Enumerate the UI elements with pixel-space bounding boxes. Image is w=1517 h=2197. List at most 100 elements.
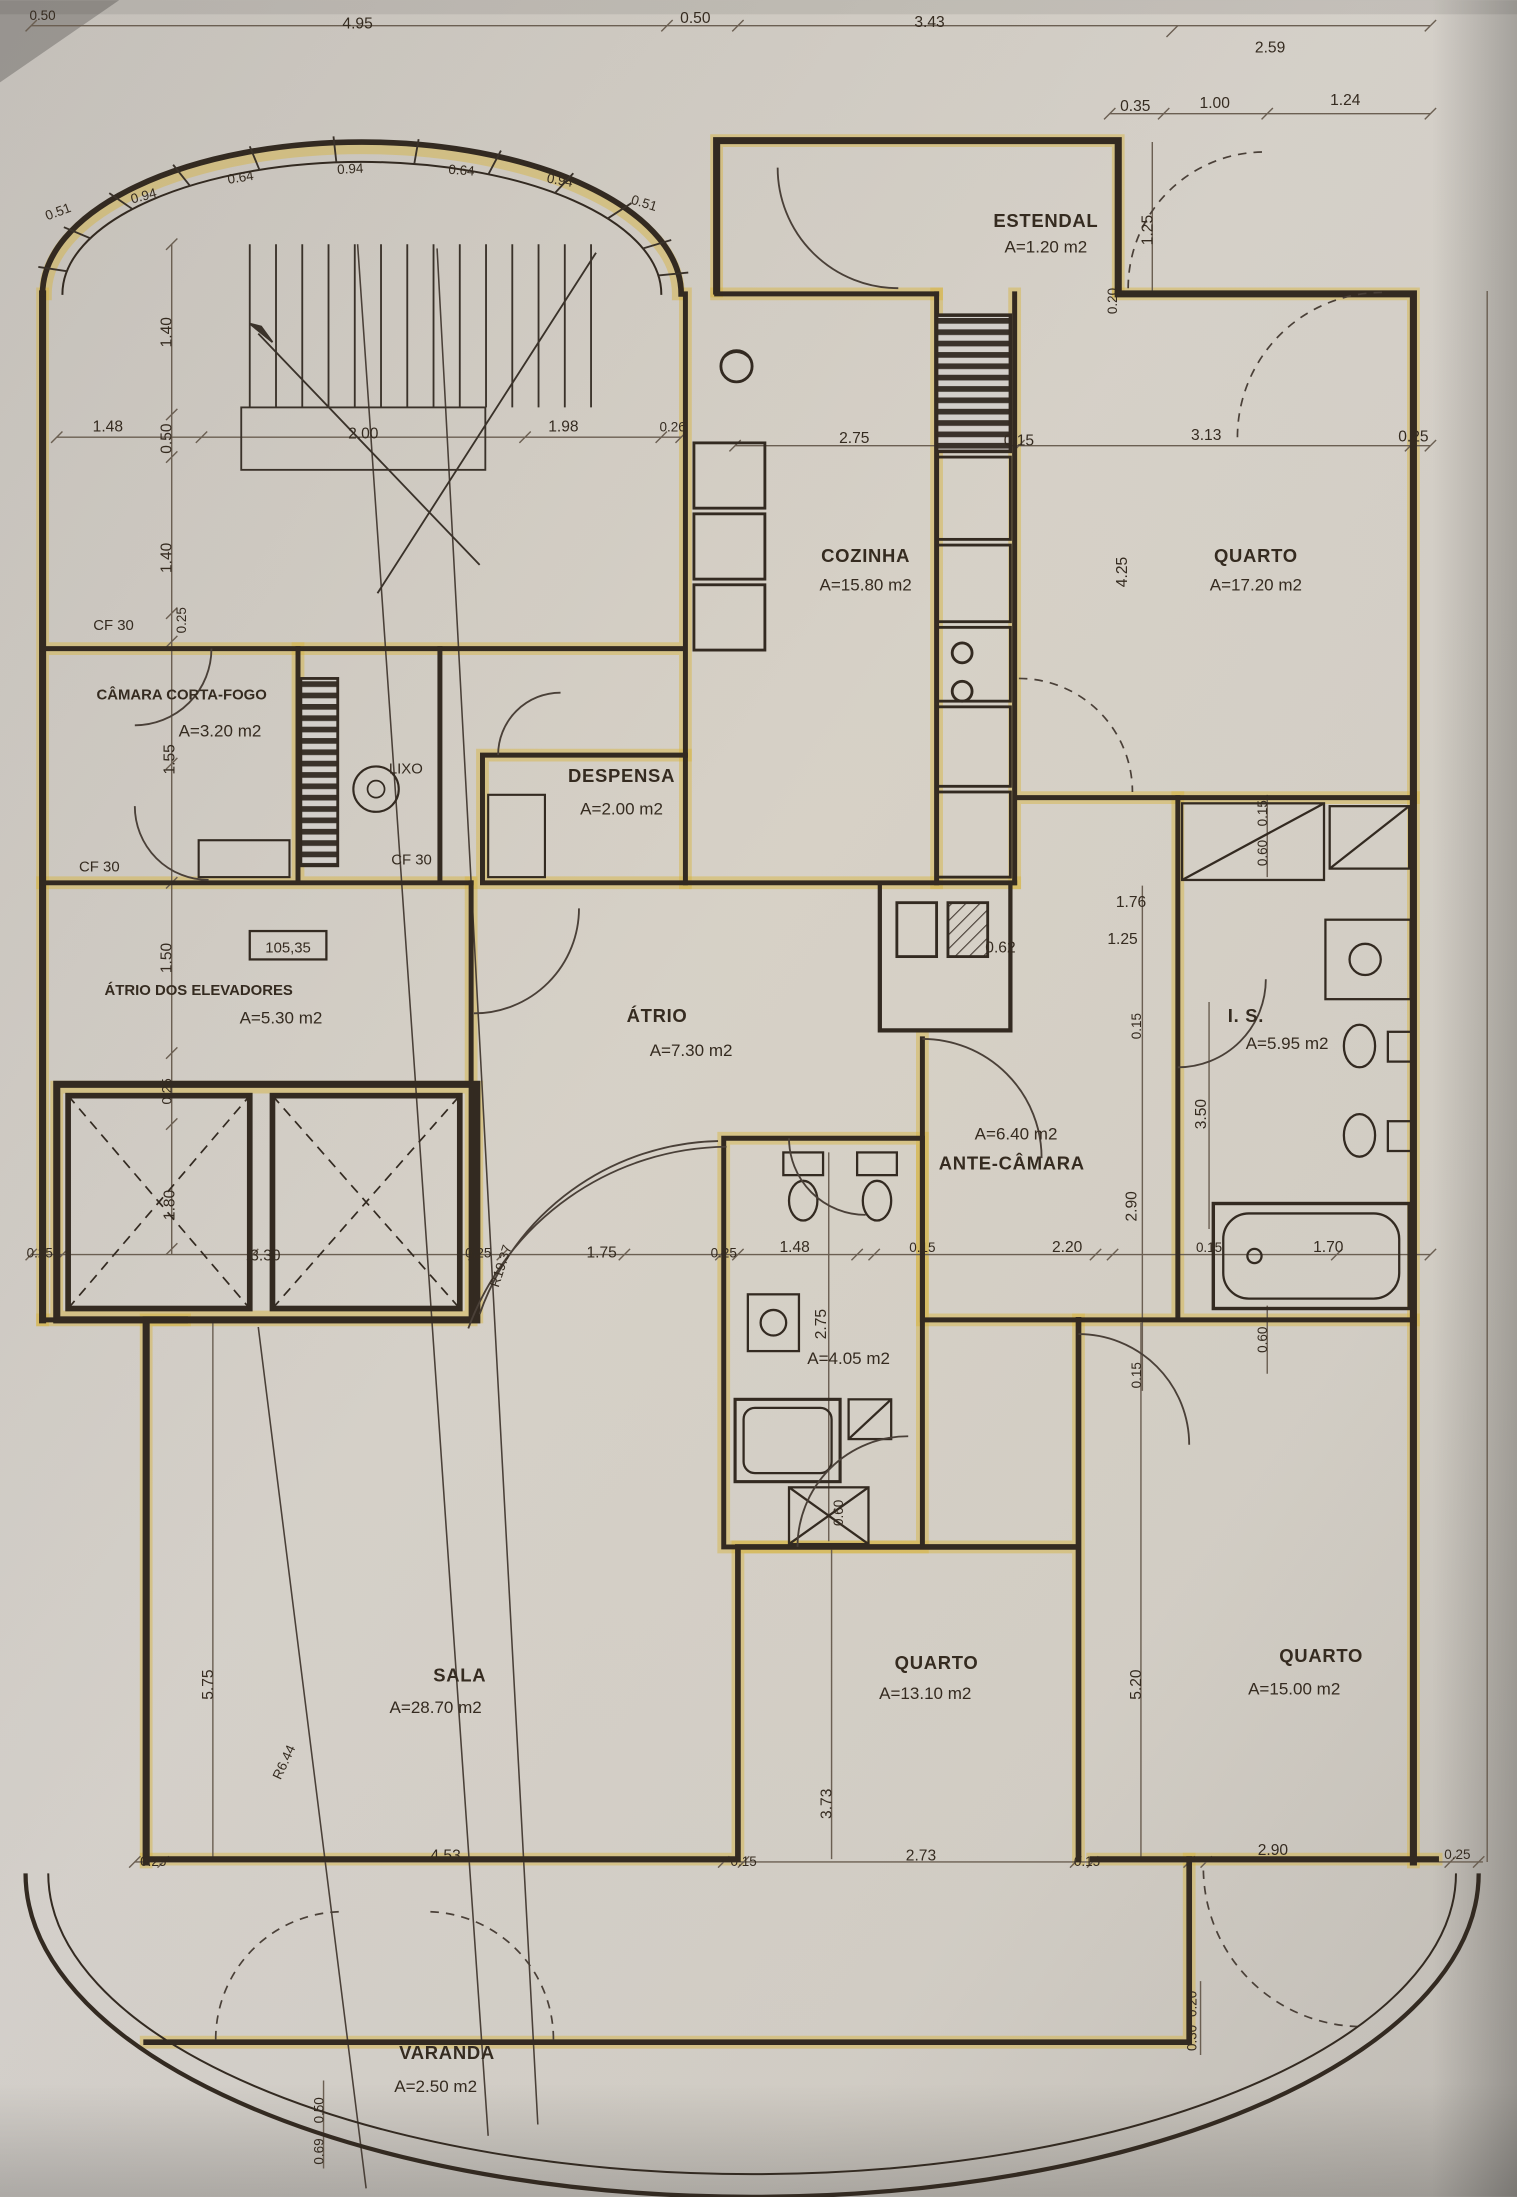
dim-label: 0.15 [1074, 1854, 1100, 1869]
dim-label: 5.20 [1128, 1669, 1145, 1700]
dim-label: 0.25 [1398, 428, 1429, 445]
level-marker-box [248, 929, 328, 961]
dim-label: 0.15 [909, 1240, 935, 1255]
room-name-atrio: ÁTRIO [627, 1005, 688, 1026]
dim-label: 1.76 [1116, 894, 1146, 911]
room-area-sala: A=28.70 m2 [390, 1698, 482, 1717]
room-name-ante-camara: ANTE-CÂMARA [939, 1152, 1085, 1173]
dim-label: 0.50 [159, 423, 176, 454]
room-name-is: I. S. [1228, 1005, 1264, 1026]
dim-label: 1.75 [587, 1244, 618, 1261]
staircase [38, 136, 689, 594]
room-area-cozinha: A=15.80 m2 [820, 575, 912, 594]
dim-label: 1.25 [1107, 931, 1138, 948]
dim-label: 3.43 [914, 14, 944, 31]
dim-label: 0.35 [1120, 98, 1151, 115]
dim-label: 2.90 [1124, 1191, 1141, 1222]
room-area-varanda: A=2.50 m2 [394, 2077, 477, 2096]
room-area-estendal: A=1.20 m2 [1004, 238, 1087, 257]
dim-label: 0.25 [140, 1854, 166, 1869]
room-area-camara: A=3.20 m2 [179, 722, 262, 741]
level-marker-value: 105,35 [265, 940, 311, 956]
dim-label: 3.50 [1193, 1099, 1210, 1130]
dim-label: 0.94 [337, 161, 364, 177]
room-area-quarto3: A=15.00 m2 [1248, 1680, 1340, 1699]
fire-door-label-2: CF 30 [79, 859, 120, 875]
elevator-shafts [65, 1092, 463, 1312]
room-name-sala: SALA [433, 1665, 486, 1686]
dim-label: 2.73 [906, 1848, 936, 1865]
dimension-lines [25, 19, 1488, 2169]
fire-door-label-1: CF 30 [93, 618, 134, 634]
room-area-despensa: A=2.00 m2 [580, 800, 663, 819]
dim-label: 4.53 [430, 1848, 460, 1865]
dim-label: 0.51 [629, 192, 658, 214]
dim-label: 0.64 [226, 168, 255, 187]
room-name-lixo: LIXO [389, 762, 423, 778]
dim-label: 2.75 [839, 430, 870, 447]
room-name-cozinha: COZINHA [821, 545, 910, 566]
dim-label: 5.75 [200, 1669, 217, 1700]
room-area-ante-camara: A=6.40 m2 [975, 1125, 1058, 1144]
room-name-quarto3: QUARTO [1279, 1645, 1363, 1666]
dim-label: 0.25 [1444, 1847, 1470, 1862]
dim-label: 0.25 [27, 1245, 53, 1260]
fire-door-label-3: CF 30 [391, 852, 432, 868]
dim-label: 0.50 [680, 10, 711, 27]
room-area-wc: A=4.05 m2 [807, 1349, 890, 1368]
dim-label: 0.64 [448, 162, 476, 179]
room-name-quarto2: QUARTO [895, 1652, 979, 1673]
room-name-quarto1: QUARTO [1214, 545, 1298, 566]
dim-label: 0.60 [1255, 1327, 1270, 1353]
door-swings [133, 167, 1267, 1547]
dim-label: 3.30 [250, 1247, 281, 1264]
room-area-is: A=5.95 m2 [1246, 1034, 1329, 1053]
dashed-door-swings [214, 151, 1383, 2040]
dim-label: 0.94 [546, 171, 575, 190]
dim-label: 0.15 [1129, 1013, 1144, 1039]
dim-label: 1.55 [162, 744, 179, 775]
dim-label: 1.98 [548, 419, 578, 436]
dim-label: 0.60 [1255, 840, 1270, 866]
dim-label: 1.70 [1313, 1239, 1344, 1256]
dim-label: 0.25 [465, 1245, 491, 1260]
dim-label: 1.50 [159, 943, 176, 974]
dim-label: 3.73 [819, 1789, 836, 1819]
dim-label: 0.25 [174, 607, 189, 633]
dim-label: 0.15 [1255, 800, 1270, 826]
dim-label: 2.75 [813, 1309, 830, 1340]
dim-label: 1.40 [159, 542, 176, 573]
dim-label: 0.25 [711, 1245, 737, 1260]
room-name-despensa: DESPENSA [568, 765, 675, 786]
dim-label: 2.90 [1258, 1842, 1289, 1859]
dim-label: 0.15 [1129, 1362, 1144, 1388]
dim-label: 0.50 [29, 8, 55, 23]
room-area-atrio-elevadores: A=5.30 m2 [240, 1008, 323, 1027]
dim-label: 4.95 [342, 16, 373, 33]
dim-label: 1.40 [159, 317, 176, 348]
dim-label: 0.94 [129, 185, 159, 206]
ducts-and-columns [197, 313, 1013, 1033]
room-name-estendal: ESTENDAL [993, 210, 1098, 231]
room-area-quarto1: A=17.20 m2 [1210, 575, 1302, 594]
dim-label: 1.48 [93, 419, 123, 436]
dim-label: 2.59 [1255, 40, 1285, 57]
dim-label: 2.00 [348, 426, 379, 443]
room-name-camara: CÂMARA CORTA-FOGO [96, 686, 266, 704]
room-area-atrio: A=7.30 m2 [650, 1041, 733, 1060]
dim-label: 3.13 [1191, 427, 1221, 444]
dim-label: 0.20 [1105, 288, 1120, 314]
dim-label: 0.62 [985, 939, 1015, 956]
dim-label: 0.20 [1184, 1991, 1199, 2017]
dim-label: 2.20 [1052, 1239, 1083, 1256]
dim-label: 1.48 [780, 1239, 810, 1256]
dim-label: 1.00 [1200, 95, 1231, 112]
dim-label: 0.15 [1196, 1240, 1222, 1255]
dim-label: 1.25 [1139, 215, 1156, 246]
dim-label: 0.50 [312, 2097, 327, 2123]
fixtures [733, 802, 1414, 1546]
dim-label: 0.60 [831, 1500, 846, 1526]
room-name-atrio-elevadores: ÁTRIO DOS ELEVADORES [104, 982, 292, 999]
